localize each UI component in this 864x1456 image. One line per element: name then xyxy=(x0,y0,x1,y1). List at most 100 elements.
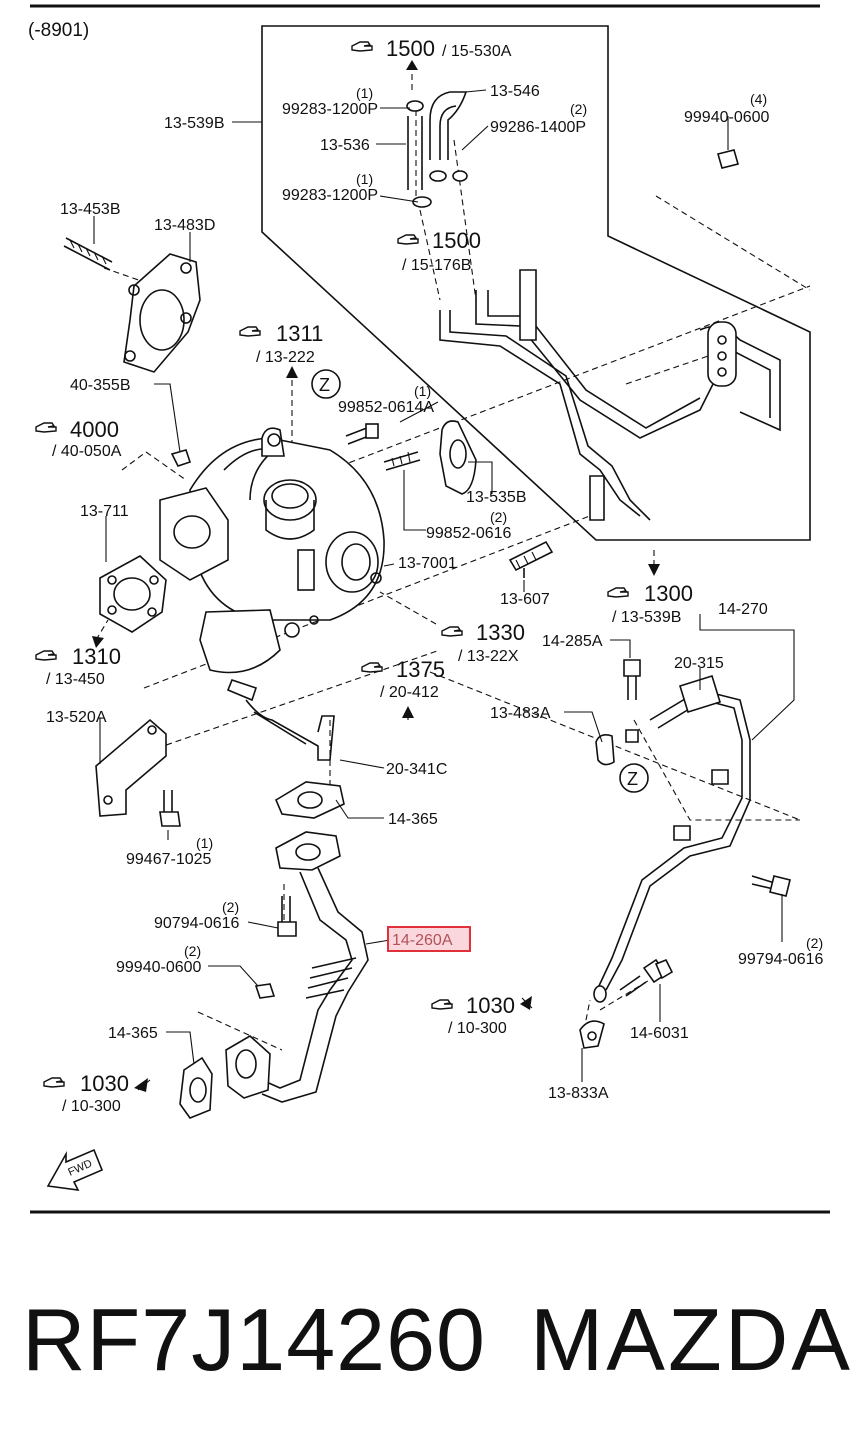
nut-99940-0600-bottom[interactable] xyxy=(254,983,276,999)
svg-text:1030: 1030 xyxy=(80,1071,129,1096)
label-13-539b: 13-539B xyxy=(164,115,225,132)
label-14-285a: 14-285A xyxy=(542,633,603,650)
ref-1300[interactable]: 1300 / 13-539B xyxy=(607,581,693,626)
ref-1030-mid[interactable]: 1030 / 10-300 xyxy=(431,993,515,1037)
qty-99467: (1) xyxy=(196,835,213,851)
label-13-483a: 13-483A xyxy=(490,705,551,722)
svg-text:Z: Z xyxy=(319,375,330,395)
svg-text:1310: 1310 xyxy=(72,644,121,669)
pipe-assembly[interactable] xyxy=(439,269,781,521)
hose-13-546[interactable] xyxy=(429,91,468,182)
svg-text:4000: 4000 xyxy=(70,417,119,442)
svg-text:1375: 1375 xyxy=(396,657,445,682)
date-range: (-8901) xyxy=(28,20,89,41)
label-99794: 99794-0616 xyxy=(738,951,824,968)
label-13-607: 13-607 xyxy=(500,591,550,608)
qty-99940-bot: (2) xyxy=(184,943,201,959)
svg-text:/ 13-450: / 13-450 xyxy=(46,671,105,688)
ref-1330[interactable]: 1330 / 13-22X xyxy=(441,620,525,665)
ref-1030-bot[interactable]: 1030 / 10-300 xyxy=(43,1071,129,1115)
hose-13-536[interactable] xyxy=(406,100,432,208)
label-20-315: 20-315 xyxy=(674,655,724,672)
label-13-536: 13-536 xyxy=(320,137,370,154)
ref-1500-top[interactable]: 1500 / 15-530A xyxy=(351,36,512,61)
ref-1311[interactable]: 1311 / 13-222 xyxy=(239,321,323,366)
label-13-7001: 13-7001 xyxy=(398,555,457,572)
svg-text:Z: Z xyxy=(627,769,638,789)
ref-4000[interactable]: 4000 / 40-050A xyxy=(35,417,122,460)
label-13-535b: 13-535B xyxy=(466,489,527,506)
nut-99940-0600-top[interactable] xyxy=(717,149,739,169)
label-13-546: 13-546 xyxy=(490,83,540,100)
bracket-13-520a[interactable] xyxy=(95,718,167,817)
svg-text:1300: 1300 xyxy=(644,581,693,606)
svg-text:1330: 1330 xyxy=(476,620,525,645)
svg-text:/ 13-222: / 13-222 xyxy=(256,349,315,366)
label-14-270: 14-270 xyxy=(718,601,768,618)
svg-text:/ 40-050A: / 40-050A xyxy=(52,443,122,460)
pipe-14-260a[interactable] xyxy=(225,831,369,1103)
qty-90794: (2) xyxy=(222,899,239,915)
highlight-14-260a[interactable]: 14-260A xyxy=(387,926,471,952)
z-marker-bottom: Z xyxy=(619,763,649,793)
label-13-483d: 13-483D xyxy=(154,217,215,234)
svg-text:1030: 1030 xyxy=(466,993,515,1018)
label-99467: 99467-1025 xyxy=(126,851,212,868)
qty-99283-a: (1) xyxy=(356,85,373,101)
qty-99852-a: (1) xyxy=(414,383,431,399)
svg-text:/ 13-22X: / 13-22X xyxy=(458,648,519,665)
footer: RF7J14260 MAZDA xyxy=(0,1290,864,1410)
inset-frame xyxy=(261,25,811,541)
bolt-99467-1025[interactable] xyxy=(159,790,181,827)
svg-text:/ 20-412: / 20-412 xyxy=(380,684,439,701)
turbocharger-13-7001[interactable] xyxy=(159,427,385,761)
label-13-711: 13-711 xyxy=(80,503,129,520)
gasket-14-365-top[interactable] xyxy=(274,781,345,819)
ref-1500-mid[interactable]: 1500 / 15-176B xyxy=(397,228,481,274)
fitting-13-607[interactable] xyxy=(508,540,554,578)
ref-1310[interactable]: 1310 / 13-450 xyxy=(35,644,121,688)
label-14-365-top: 14-365 xyxy=(388,811,438,828)
bolt-14-6031[interactable] xyxy=(619,958,674,997)
label-13-520a: 13-520A xyxy=(46,709,107,726)
svg-text:/ 10-300: / 10-300 xyxy=(448,1020,507,1037)
bolt-90794-0616[interactable] xyxy=(277,896,297,937)
parts-diagram: (-8901) 1500 / 15-530A 1500 / 15-176B 13… xyxy=(28,4,830,1214)
label-99940-bot: 99940-0600 xyxy=(116,959,202,976)
stud-99852-0614a[interactable] xyxy=(345,423,379,445)
gasket-13-711[interactable] xyxy=(99,555,167,633)
bracket-13-833a[interactable] xyxy=(579,1020,605,1049)
label-14-6031: 14-6031 xyxy=(630,1025,689,1042)
pipe-14-270[interactable] xyxy=(593,674,751,1003)
svg-text:/ 15-176B: / 15-176B xyxy=(402,257,471,274)
svg-text:1311: 1311 xyxy=(276,321,323,346)
label-14-260a: 14-260A xyxy=(392,932,453,949)
qty-99852-b: (2) xyxy=(490,509,507,525)
brand-name: MAZDA xyxy=(530,1290,853,1389)
z-marker-top: Z xyxy=(311,369,341,399)
fwd-arrow-icon: FWD xyxy=(46,1148,104,1191)
label-20-341c: 20-341C xyxy=(386,761,447,778)
gasket-13-535b[interactable] xyxy=(439,420,477,495)
bolt-14-285a[interactable] xyxy=(623,659,641,743)
qty-99286: (2) xyxy=(570,101,587,117)
svg-text:1500: 1500 xyxy=(432,228,481,253)
label-40-355b: 40-355B xyxy=(70,377,131,394)
stud-99852-0616[interactable] xyxy=(383,451,421,471)
gasket-14-365-bottom[interactable] xyxy=(179,1056,213,1119)
ref-1375[interactable]: 1375 / 20-412 xyxy=(361,657,445,701)
gasket-13-483d[interactable] xyxy=(123,253,201,373)
svg-text:/ 13-539B: / 13-539B xyxy=(612,609,681,626)
clip-13-483a[interactable] xyxy=(595,734,615,766)
label-99852-b: 99852-0616 xyxy=(426,525,512,542)
svg-text:/ 15-530A: / 15-530A xyxy=(442,43,512,60)
label-99283-b: 99283-1200P xyxy=(282,187,378,204)
qty-99794: (2) xyxy=(806,935,823,951)
svg-text:1500: 1500 xyxy=(386,36,435,61)
label-13-833a: 13-833A xyxy=(548,1085,609,1102)
qty-99283-b: (1) xyxy=(356,171,373,187)
qty-99940-top: (4) xyxy=(750,91,767,107)
nut-40-355b[interactable] xyxy=(170,449,192,467)
stud-13-453b[interactable] xyxy=(63,237,113,271)
bolt-99794-0616[interactable] xyxy=(751,875,791,897)
